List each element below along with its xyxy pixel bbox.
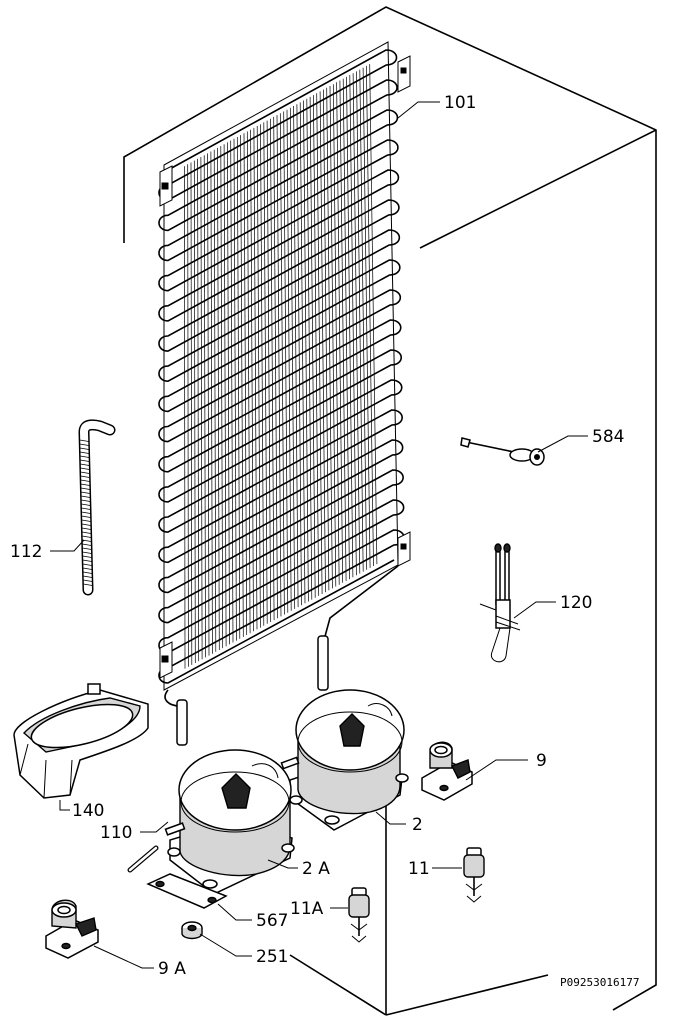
label-2a: 2 A — [302, 859, 330, 879]
drawing-code: P09253016177 — [560, 976, 639, 989]
label-140: 140 — [72, 801, 104, 821]
label-11: 11 — [408, 859, 430, 879]
label-110: 110 — [100, 823, 132, 843]
compressor-alt — [164, 749, 295, 895]
sensor-part — [460, 437, 545, 466]
relay-holder-right — [421, 741, 473, 801]
label-120: 120 — [560, 593, 592, 613]
label-251: 251 — [256, 947, 288, 967]
valve-part-alt — [348, 887, 370, 943]
relay-holder-left — [45, 899, 99, 959]
label-9a: 9 A — [158, 959, 186, 979]
label-112: 112 — [10, 542, 42, 562]
mounting-plate — [146, 873, 228, 909]
compressor-main — [280, 689, 409, 831]
label-11a: 11A — [290, 899, 324, 919]
label-101: 101 — [444, 93, 476, 113]
valve-part — [463, 847, 485, 903]
drain-tube — [78, 419, 116, 596]
cover-tray — [13, 683, 149, 799]
label-9: 9 — [536, 751, 547, 771]
grommet-part — [181, 921, 203, 940]
pin-part — [127, 845, 159, 873]
leader-lines — [50, 101, 588, 969]
label-584: 584 — [592, 427, 624, 447]
label-2: 2 — [412, 815, 423, 835]
label-567: 567 — [256, 911, 288, 931]
condenser-coil — [158, 41, 411, 746]
thermostat-lead — [479, 543, 521, 663]
